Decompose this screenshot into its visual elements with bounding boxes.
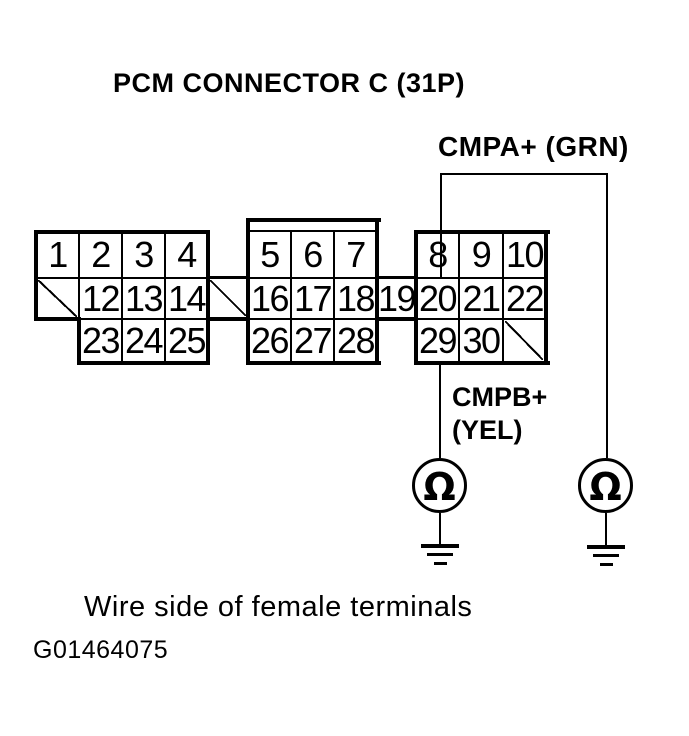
ohmmeter-left-lead xyxy=(439,513,441,544)
pin-cell-25: 25 xyxy=(167,320,207,361)
cmpa-wire-horizontal xyxy=(441,173,608,175)
ground-right-icon xyxy=(587,545,625,549)
pin-cell-6: 6 xyxy=(303,234,323,275)
pin-cell-5: 5 xyxy=(260,234,280,275)
ground-left-icon xyxy=(427,553,453,556)
diagram-title: PCM CONNECTOR C (31P) xyxy=(113,68,466,98)
connector-grid-line xyxy=(458,232,460,363)
pin-cell-26: 26 xyxy=(250,320,290,361)
cmpb-wire-to-ohmmeter xyxy=(439,361,441,458)
pin-cell-10: 10 xyxy=(505,234,545,275)
pin-cell-1: 1 xyxy=(48,234,68,275)
connector-grid-line xyxy=(290,232,292,363)
ohmmeter-right-lead xyxy=(605,513,607,545)
connector-outline-segment xyxy=(544,230,548,365)
blocked-cell-diagonal xyxy=(505,321,543,360)
pin-cell-4: 4 xyxy=(177,234,197,275)
pin-cell-17: 17 xyxy=(293,278,333,319)
pin-cell-20: 20 xyxy=(418,278,458,319)
connector-grid-line xyxy=(416,318,546,320)
ohm-symbol: Ω xyxy=(589,464,622,509)
connector-outline-segment xyxy=(414,361,550,365)
connector-bridge-edge xyxy=(208,276,248,279)
connector-bridge-edge xyxy=(208,317,248,321)
pin-cell-28: 28 xyxy=(336,320,376,361)
ohm-symbol: Ω xyxy=(423,464,456,509)
cmpb-wire-label-line2: (YEL) xyxy=(452,415,523,445)
pin-cell-24: 24 xyxy=(124,320,164,361)
ohmmeter-left: Ω xyxy=(412,458,467,513)
pin-cell-2: 2 xyxy=(91,234,111,275)
pin-cell-21: 21 xyxy=(462,278,501,319)
connector-outline-segment xyxy=(246,218,250,365)
connector-grid-line xyxy=(333,232,335,363)
connector-outline-segment xyxy=(375,218,379,365)
connector-grid-line xyxy=(248,277,377,279)
connector-grid-line xyxy=(78,232,80,319)
connector-outline-segment xyxy=(34,317,81,321)
connector-bridge-edge xyxy=(377,317,416,321)
connector-outline-segment xyxy=(414,230,418,365)
connector-grid-line xyxy=(164,232,166,363)
connector-outline-segment xyxy=(246,218,381,222)
figure-id: G01464075 xyxy=(33,636,169,664)
connector-outline-segment xyxy=(77,317,81,365)
diagram-caption: Wire side of female terminals xyxy=(84,591,473,623)
ground-right-icon xyxy=(600,563,613,566)
connector-bridge-edge xyxy=(377,276,416,279)
pin-cell-18: 18 xyxy=(336,278,376,319)
pin-cell-19: 19 xyxy=(377,278,417,319)
connector-outline-segment xyxy=(414,230,550,234)
pin-cell-3: 3 xyxy=(134,234,154,275)
pin-cell-29: 29 xyxy=(418,320,458,361)
connector-outline-segment xyxy=(77,361,210,365)
blocked-cell-diagonal xyxy=(38,280,77,317)
pin-cell-8: 8 xyxy=(428,234,448,275)
connector-grid-line xyxy=(248,230,377,232)
connector-grid-line xyxy=(248,318,377,320)
pin-cell-30: 30 xyxy=(462,320,501,361)
ohmmeter-right: Ω xyxy=(578,458,633,513)
pin-cell-13: 13 xyxy=(124,278,164,319)
pin-cell-14: 14 xyxy=(167,278,207,319)
connector-grid-line xyxy=(502,232,504,363)
connector-outline-segment xyxy=(34,230,38,321)
ground-left-icon xyxy=(434,562,447,565)
pin-cell-9: 9 xyxy=(471,234,492,275)
connector-grid-line xyxy=(416,277,546,279)
connector-grid-line xyxy=(121,232,123,363)
connector-grid-line xyxy=(79,318,208,320)
pin-cell-22: 22 xyxy=(505,278,545,319)
cmpb-wire-label-line1: CMPB+ xyxy=(452,382,548,412)
pin-cell-16: 16 xyxy=(250,278,290,319)
connector-grid-line xyxy=(36,277,208,279)
pin-cell-7: 7 xyxy=(346,234,366,275)
connector-outline-segment xyxy=(246,361,381,365)
blocked-cell-diagonal xyxy=(210,280,246,316)
cmpb-wire-label: CMPB+ (YEL) xyxy=(452,381,547,447)
ground-left-icon xyxy=(421,544,459,548)
cmpa-wire-to-pin8 xyxy=(440,173,442,279)
connector-outline-segment xyxy=(206,230,210,365)
pin-cell-27: 27 xyxy=(293,320,333,361)
ground-right-icon xyxy=(593,554,619,557)
cmpa-wire-to-ohmmeter xyxy=(606,173,608,458)
pin-cell-12: 12 xyxy=(81,278,121,319)
pin-cell-23: 23 xyxy=(81,320,121,361)
cmpa-wire-label: CMPA+ (GRN) xyxy=(438,131,629,162)
